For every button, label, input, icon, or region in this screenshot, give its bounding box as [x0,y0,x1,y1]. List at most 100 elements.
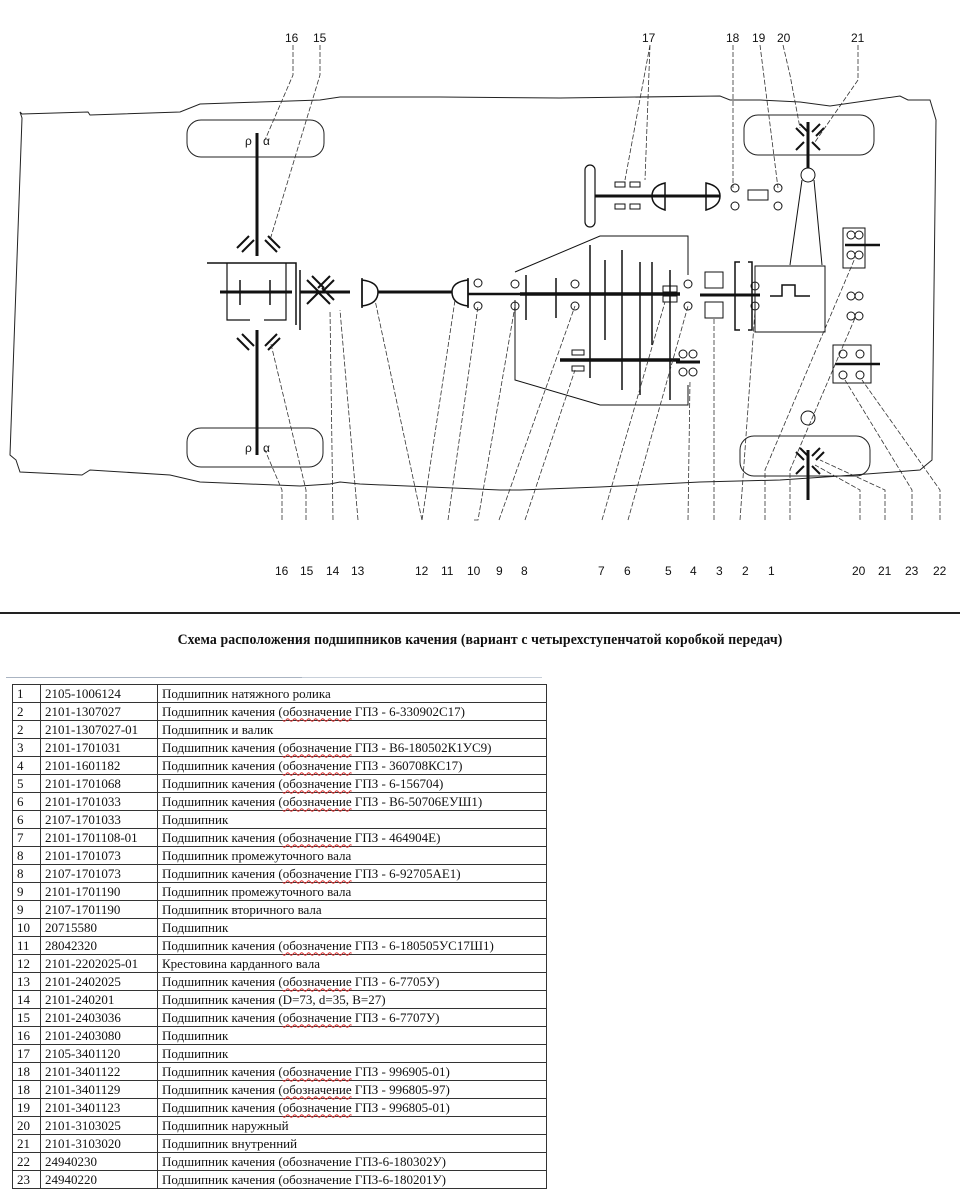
leader-lines [264,44,941,521]
part-description: Крестовина карданного вала [157,954,547,973]
row-number: 4 [12,756,41,775]
part-description: Подшипник натяжного ролика [157,684,547,703]
callout: 14 [326,564,340,578]
callout: 21 [878,564,892,578]
part-description: Подшипник [157,1026,547,1045]
callout: 8 [521,564,528,578]
callout: 5 [665,564,672,578]
wheel-rear-left [186,427,324,468]
row-number: 22 [12,1152,41,1171]
row-number: 2 [12,702,41,721]
spellcheck-marked-word: обозначение [282,829,352,845]
callout: 21 [851,31,865,45]
wheel-rear-right [739,435,871,477]
part-description: Подшипник и валик [157,720,547,739]
table-top-border-faint [302,677,542,678]
row-number: 5 [12,774,41,793]
part-code: 2107-1701073 [40,864,158,883]
part-description: Подшипник качения (обозначение ГПЗ - 6-1… [157,936,547,955]
part-code: 2105-1006124 [40,684,158,703]
row-number: 8 [12,864,41,883]
callout: 17 [642,31,656,45]
part-description: Подшипник качения (обозначение ГПЗ - 996… [157,1062,547,1081]
gearbox [510,235,826,406]
part-code: 2101-1601182 [40,756,158,775]
part-code: 2101-1307027-01 [40,720,158,739]
part-description: Подшипник качения (обозначение ГПЗ-6-180… [157,1152,547,1171]
part-description: Подшипник вторичного вала [157,900,547,919]
part-code: 2101-1701031 [40,738,158,757]
callout: 11 [441,564,454,578]
part-description: Подшипник [157,918,547,937]
callout: 15 [300,564,314,578]
part-description: Подшипник качения (обозначение ГПЗ - В6-… [157,738,547,757]
part-description: Подшипник качения (обозначение ГПЗ - 6-1… [157,774,547,793]
part-code: 2101-2403036 [40,1008,158,1027]
row-number: 8 [12,846,41,865]
part-code: 28042320 [40,936,158,955]
row-number: 23 [12,1170,41,1189]
spellcheck-marked-word: обозначение [282,1063,352,1079]
part-code: 2101-1307027 [40,702,158,721]
part-code: 24940230 [40,1152,158,1171]
part-code: 2101-1701108-01 [40,828,158,847]
svg-text:α: α [263,134,270,148]
callout: 23 [905,564,919,578]
row-number: 15 [12,1008,41,1027]
part-code: 2101-1701073 [40,846,158,865]
row-number: 18 [12,1080,41,1099]
part-description: Подшипник качения (обозначение ГПЗ - 996… [157,1080,547,1099]
part-description: Подшипник промежуточного вала [157,882,547,901]
spellcheck-marked-word: обозначение [282,1009,352,1025]
part-code: 24940220 [40,1170,158,1189]
spellcheck-marked-word: обозначение [282,703,352,719]
row-number: 11 [12,936,41,955]
row-number: 6 [12,810,41,829]
part-description: Подшипник промежуточного вала [157,846,547,865]
part-code: 20715580 [40,918,158,937]
part-code: 2101-3401129 [40,1080,158,1099]
part-code: 2101-3103020 [40,1134,158,1153]
spellcheck-marked-word: обозначение [282,1099,352,1115]
row-number: 12 [12,954,41,973]
spellcheck-marked-word: обозначение [282,739,352,755]
spellcheck-marked-word: обозначение [282,973,352,989]
row-number: 14 [12,990,41,1009]
part-description: Подшипник качения (обозначение ГПЗ - 996… [157,1098,547,1117]
svg-text:ρ: ρ [245,134,252,148]
callout: 20 [777,31,791,45]
part-code: 2101-1701190 [40,882,158,901]
row-number: 21 [12,1134,41,1153]
row-number: 20 [12,1116,41,1135]
part-code: 2101-3103025 [40,1116,158,1135]
callout: 1 [768,564,775,578]
spellcheck-marked-word: обозначение [282,937,352,953]
row-number: 18 [12,1062,41,1081]
row-number: 7 [12,828,41,847]
part-code: 2101-1701033 [40,792,158,811]
callout: 4 [690,564,697,578]
part-description: Подшипник качения (обозначение ГПЗ - 464… [157,828,547,847]
spellcheck-marked-word: обозначение [282,865,352,881]
propeller-shaft [361,278,520,311]
part-code: 2101-1701068 [40,774,158,793]
row-number: 17 [12,1044,41,1063]
svg-text:ρ: ρ [245,441,252,455]
spellcheck-marked-word: обозначение [282,757,352,773]
row-number: 19 [12,1098,41,1117]
